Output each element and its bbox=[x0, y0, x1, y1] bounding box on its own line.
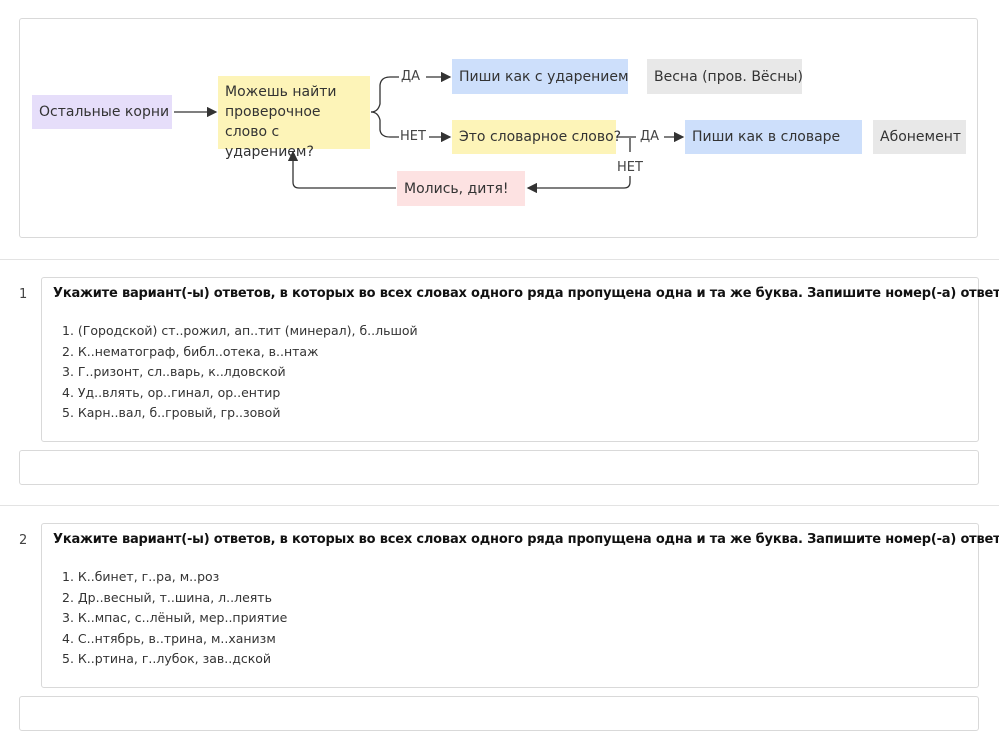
question-card: Укажите вариант(-ы) ответов, в которых в… bbox=[41, 277, 999, 442]
section-divider bbox=[0, 505, 999, 506]
label-yes-2: ДА bbox=[640, 129, 660, 144]
node-example-abonement: Абонемент bbox=[873, 120, 966, 154]
list-item: 4. С..нтябрь, в..трина, м..ханизм bbox=[62, 630, 276, 646]
question-title: Укажите вариант(-ы) ответов, в которых в… bbox=[53, 532, 999, 547]
label-no-1: НЕТ bbox=[400, 129, 426, 144]
node-write-as-dictionary: Пиши как в словаре bbox=[685, 120, 862, 154]
list-item: 5. Карн..вал, б..гровый, гр..зовой bbox=[62, 405, 281, 421]
label-yes-1: ДА bbox=[401, 69, 421, 84]
list-item: 2. К..нематограф, библ..отека, в..нтаж bbox=[62, 343, 319, 359]
question-number: 2 bbox=[19, 533, 28, 548]
list-item: 5. К..ртина, г..лубок, зав..дской bbox=[62, 651, 272, 667]
node-example-vesna: Весна (пров. Вёсны) bbox=[647, 59, 803, 94]
question-number: 1 bbox=[19, 287, 28, 302]
answer-options-list: 1. К..бинет, г..ра, м..роз 2. Др..весный… bbox=[62, 567, 287, 670]
list-item: 2. Др..весный, т..шина, л..леять bbox=[62, 589, 272, 605]
node-is-dictionary-word: Это словарное слово? bbox=[452, 120, 621, 154]
answer-options-list: 1. (Городской) ст..рожил, ап..тит (минер… bbox=[62, 321, 418, 424]
list-item: 3. К..мпас, с..лёный, мер..приятие bbox=[62, 610, 288, 626]
answer-input-2[interactable] bbox=[19, 696, 979, 731]
question-card: Укажите вариант(-ы) ответов, в которых в… bbox=[41, 523, 999, 688]
list-item: 1. К..бинет, г..ра, м..роз bbox=[62, 569, 220, 584]
label-no-2: НЕТ bbox=[617, 160, 643, 175]
section-divider bbox=[0, 259, 999, 260]
list-item: 3. Г..ризонт, сл..варь, к..лдовской bbox=[62, 364, 286, 380]
node-other-roots: Остальные корни bbox=[32, 95, 172, 129]
flowchart-arrows bbox=[174, 71, 685, 194]
node-can-find-check-word: Можешь найти проверочное слово с ударени… bbox=[218, 76, 370, 160]
node-write-as-stressed: Пиши как с ударением bbox=[452, 59, 629, 94]
question-title: Укажите вариант(-ы) ответов, в которых в… bbox=[53, 286, 999, 301]
answer-input-1[interactable] bbox=[19, 450, 979, 485]
node-pray-child: Молись, дитя! bbox=[397, 171, 525, 206]
list-item: 4. Уд..влять, ор..гинал, ор..ентир bbox=[62, 384, 281, 400]
list-item: 1. (Городской) ст..рожил, ап..тит (минер… bbox=[62, 323, 418, 338]
